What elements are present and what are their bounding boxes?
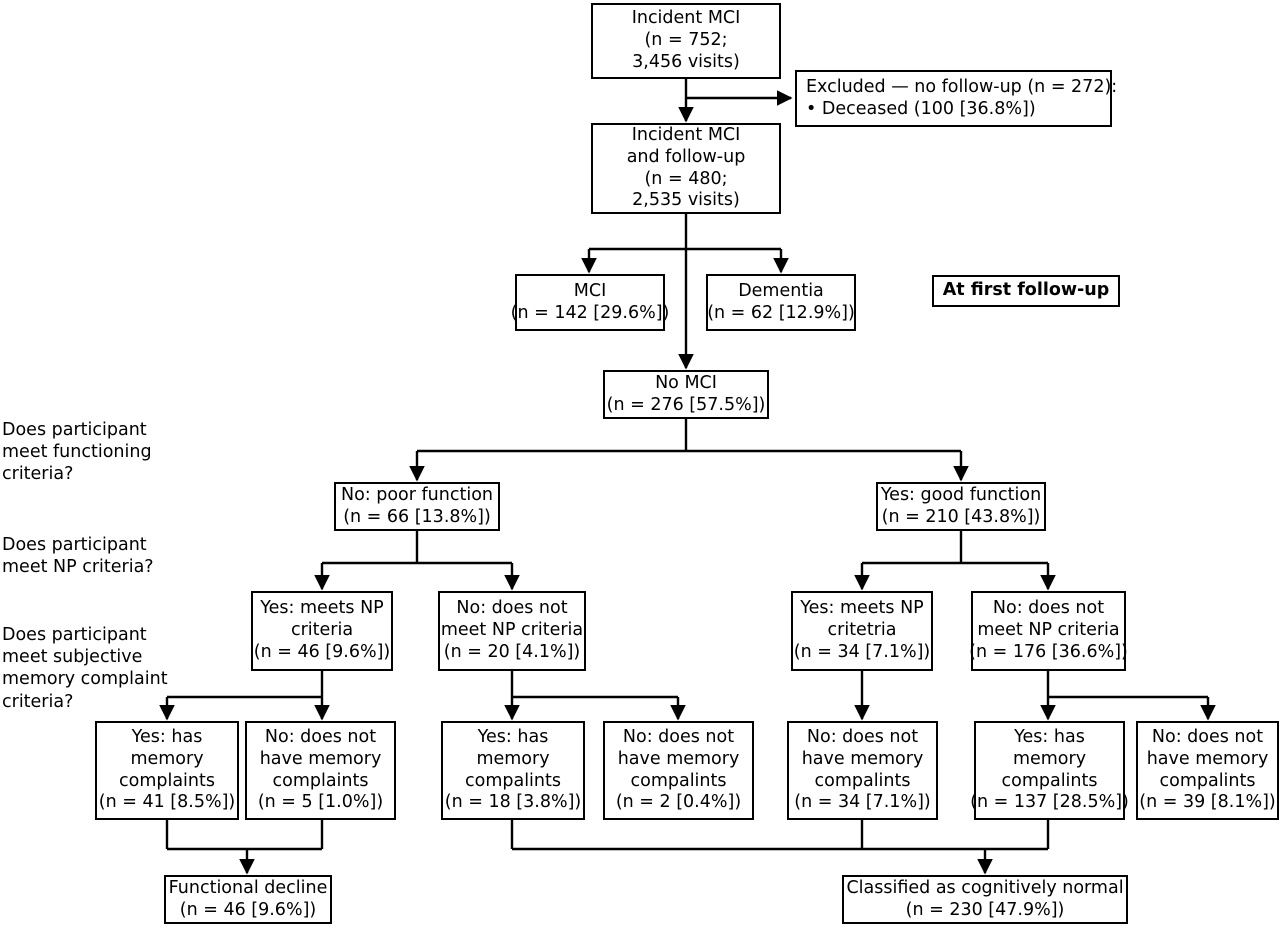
node-line: (n = 176 [36.6%]) [969, 641, 1128, 662]
node-line: have memory [801, 748, 924, 769]
node-line: Incident MCI [631, 8, 741, 29]
node-line: (n = 5 [1.0%]) [257, 792, 384, 813]
node-line: compalints [630, 770, 727, 791]
node-line: compalints [814, 770, 911, 791]
node-poor-meets-np: Yes: meets NP criteria (n = 46 [9.6%]) [251, 591, 393, 671]
question-line: Does participant [2, 420, 147, 440]
node-line: memory [130, 748, 204, 769]
node-incident-mci: Incident MCI (n = 752; 3,456 visits) [591, 3, 781, 79]
node-good-meets-np: Yes: meets NP critetria (n = 34 [7.1%]) [791, 591, 933, 671]
node-line: (n = 2 [0.4%]) [615, 792, 742, 813]
annotation-at-first-follow-up: At first follow-up [932, 275, 1120, 307]
node-line: (n = 62 [12.9%]) [707, 302, 855, 323]
node-line: (n = 34 [7.1%]) [794, 792, 931, 813]
node-line: critetria [827, 620, 897, 641]
node-poor-function: No: poor function (n = 66 [13.8%]) [334, 482, 500, 531]
question-line: memory complaint [2, 669, 168, 690]
node-line: Yes: meets NP [260, 598, 384, 619]
node-line: No: does not [622, 727, 735, 748]
question-np-criteria: Does participant meet NP criteria? [2, 534, 217, 578]
node-good-not-np: No: does not meet NP criteria (n = 176 [… [969, 591, 1128, 671]
node-line: compalints [1159, 770, 1256, 791]
node-line: complaints [118, 770, 215, 791]
question-line: meet NP criteria? [2, 557, 154, 578]
node-smc-yes-137: Yes: has memory compalints (n = 137 [28.… [970, 721, 1129, 820]
node-line: (n = 210 [43.8%]) [881, 506, 1041, 527]
node-line: (n = 46 [9.6%]) [253, 641, 391, 662]
node-line: (n = 230 [47.9%]) [905, 899, 1065, 920]
node-line: (n = 34 [7.1%]) [793, 641, 931, 662]
node-line: No: poor function [340, 484, 494, 505]
node-incident-mci-and-follow-up: Incident MCI and follow-up (n = 480; 2,5… [591, 123, 781, 214]
node-line: No: does not [806, 727, 919, 748]
node-line: (n = 137 [28.5%]) [970, 792, 1129, 813]
annotation-label: At first follow-up [942, 280, 1110, 301]
node-line: Classified as cognitively normal [846, 877, 1124, 898]
question-line: criteria? [2, 691, 74, 712]
node-line: (n = 18 [3.8%]) [444, 792, 582, 813]
node-excluded-no-follow-up: Excluded — no follow-up (n = 272): • Dec… [795, 70, 1117, 127]
node-line: memory [1012, 748, 1087, 769]
node-line: No: does not [1151, 727, 1264, 748]
node-line: (n = 276 [57.5%]) [606, 394, 766, 415]
node-smc-no-39: No: does not have memory compalints (n =… [1136, 721, 1279, 820]
node-line: have memory [1146, 748, 1269, 769]
node-dementia: Dementia (n = 62 [12.9%]) [706, 274, 856, 331]
node-line: (n = 142 [29.6%]) [510, 302, 670, 323]
node-line: • Deceased (100 [36.8%]) [806, 98, 1036, 119]
node-line: Yes: has [1014, 727, 1085, 748]
node-line: have memory [259, 748, 382, 769]
node-smc-no-5: No: does not have memory complaints (n =… [245, 721, 396, 820]
node-line: Yes: has [477, 727, 549, 748]
node-smc-yes-41: Yes: has memory complaints (n = 41 [8.5%… [95, 721, 239, 820]
question-line: meet subjective [2, 647, 143, 668]
node-line: No: does not [264, 727, 377, 748]
node-cognitively-normal: Classified as cognitively normal (n = 23… [842, 875, 1128, 924]
node-smc-no-2: No: does not have memory compalints (n =… [603, 721, 754, 820]
node-line: (n = 20 [4.1%]) [443, 641, 581, 662]
node-line: memory [476, 748, 550, 769]
node-no-mci: No MCI (n = 276 [57.5%]) [603, 370, 769, 419]
node-line: Incident MCI [631, 125, 741, 146]
node-line: No MCI [655, 372, 717, 393]
node-line: MCI [573, 280, 607, 301]
node-line: (n = 752; [644, 30, 728, 51]
node-line: (n = 480; [644, 168, 728, 189]
node-line: No: does not [456, 598, 568, 619]
node-smc-no-34: No: does not have memory compalints (n =… [787, 721, 938, 820]
node-line: compalints [464, 770, 561, 791]
question-line: meet functioning [2, 442, 152, 463]
node-line: meet NP criteria [440, 620, 584, 641]
node-line: Functional decline [168, 877, 328, 898]
node-mci: MCI (n = 142 [29.6%]) [511, 274, 669, 331]
question-functioning-criteria: Does participant meet functioning criter… [2, 419, 217, 486]
node-line: Yes: has [131, 727, 203, 748]
node-line: criteria [290, 620, 354, 641]
node-line: complaints [272, 770, 369, 791]
node-line: (n = 41 [8.5%]) [98, 792, 236, 813]
node-line: compalints [1001, 770, 1098, 791]
node-line: 2,535 visits) [632, 190, 740, 211]
node-line: meet NP criteria [977, 620, 1120, 641]
node-line: (n = 46 [9.6%]) [179, 899, 317, 920]
node-line: and follow-up [626, 146, 746, 167]
node-line: have memory [617, 748, 740, 769]
node-line: Excluded — no follow-up (n = 272): [806, 76, 1118, 97]
node-poor-not-np: No: does not meet NP criteria (n = 20 [4… [438, 591, 586, 671]
question-line: criteria? [2, 464, 74, 485]
question-subjective-memory-complaint-criteria: Does participant meet subjective memory … [2, 624, 217, 713]
node-line: (n = 66 [13.8%]) [343, 506, 491, 527]
node-good-function: Yes: good function (n = 210 [43.8%]) [876, 482, 1046, 531]
question-line: Does participant [2, 535, 147, 555]
node-functional-decline: Functional decline (n = 46 [9.6%]) [164, 875, 332, 924]
node-line: Yes: good function [880, 484, 1042, 505]
node-line: 3,456 visits) [632, 51, 740, 72]
node-line: Yes: meets NP [800, 598, 924, 619]
node-line: (n = 39 [8.1%]) [1139, 792, 1276, 813]
node-smc-yes-18: Yes: has memory compalints (n = 18 [3.8%… [441, 721, 585, 820]
node-line: Dementia [738, 280, 824, 301]
node-line: No: does not [992, 598, 1105, 619]
question-line: Does participant [2, 625, 147, 645]
